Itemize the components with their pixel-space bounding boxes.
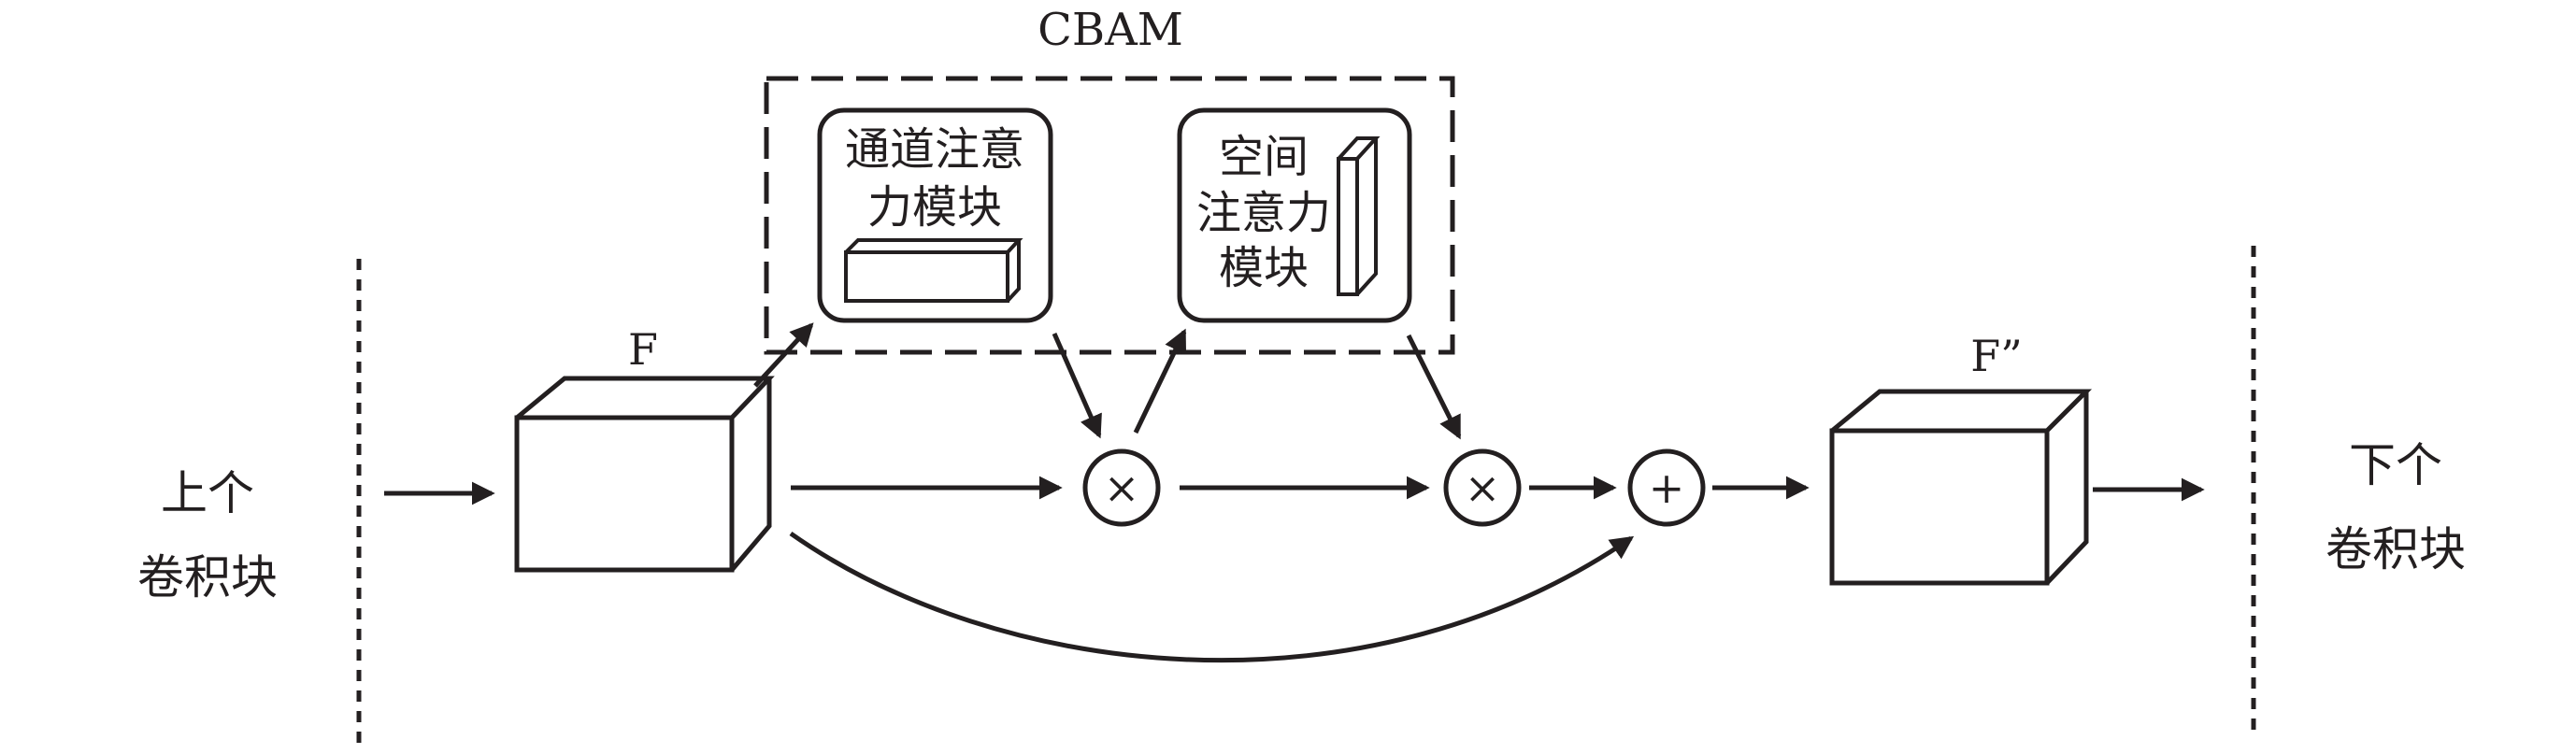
multiply-node-2 [1443, 448, 1522, 527]
channel-attention-vector [844, 238, 1023, 303]
add-node [1627, 448, 1706, 527]
multiply-symbol-2: × [1465, 462, 1501, 513]
multiply-symbol-1: × [1104, 462, 1140, 513]
arrow-channel-to-multiply-1 [1052, 332, 1102, 439]
cbam-boundary [764, 76, 1455, 355]
spatial-attention-label-line2: 注意力 [1196, 187, 1331, 239]
residual-skip-connection [789, 531, 1635, 663]
next-block-label-line2: 卷积块 [2326, 522, 2466, 576]
next-block-label-line1: 下个 [2349, 438, 2442, 492]
output-feature-label: F” [1970, 331, 2022, 381]
channel-attention-label-line1: 通道注意 [845, 123, 1024, 176]
spatial-attention-map [1337, 136, 1381, 296]
output-feature-cuboid [1829, 389, 2093, 586]
spatial-attention-label-line3: 模块 [1219, 242, 1309, 294]
multiply-node-1 [1082, 448, 1161, 527]
channel-attention-module [817, 107, 1053, 323]
spatial-attention-label-line1: 空间 [1219, 131, 1309, 183]
input-feature-label: F [628, 324, 658, 375]
prev-block-label-line1: 上个 [161, 466, 254, 520]
channel-attention-label-line2: 力模块 [867, 181, 1002, 234]
arrow-multiply-1-to-spatial [1133, 328, 1187, 434]
spatial-attention-module [1177, 107, 1412, 323]
prev-block-label-line2: 卷积块 [137, 550, 278, 605]
add-symbol: + [1649, 462, 1685, 513]
input-feature-cuboid [514, 376, 775, 573]
arrow-spatial-to-multiply-2 [1406, 334, 1462, 440]
arrow-F-to-channel-attention [753, 322, 814, 388]
cbam-title: CBAM [1038, 4, 1183, 56]
